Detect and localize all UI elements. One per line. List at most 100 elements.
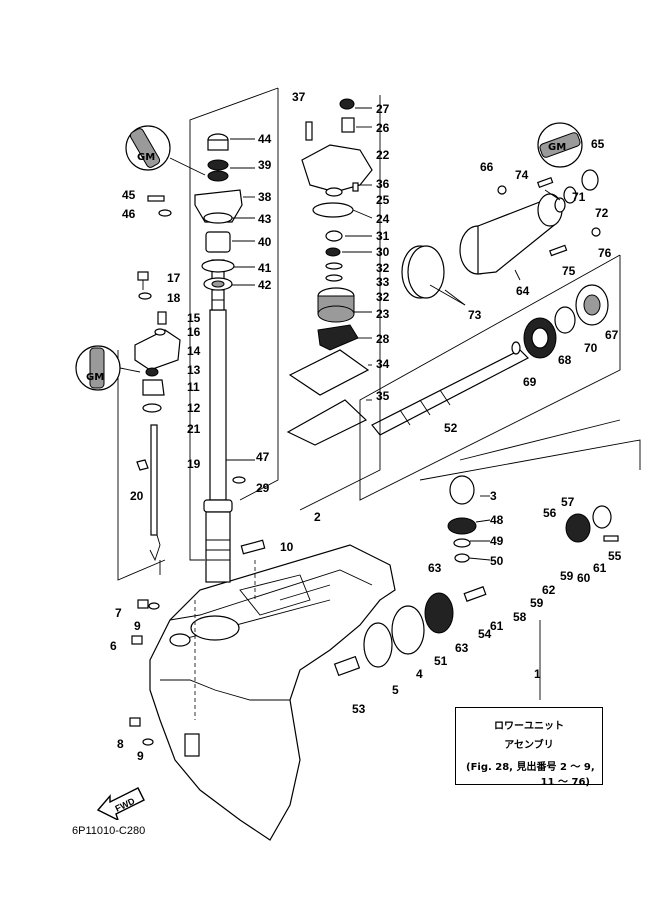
part-label: 5 [392, 683, 399, 697]
part-label: 35 [376, 389, 390, 403]
part-label: 63 [428, 561, 442, 575]
part-label: 76 [598, 246, 612, 260]
part-label: 37 [292, 90, 306, 104]
part-label: 29 [256, 481, 270, 495]
part-label: 56 [543, 506, 557, 520]
part-label: 61 [490, 619, 504, 633]
svg-text:GM: GM [137, 152, 155, 163]
part-label: 65 [591, 137, 605, 151]
part-label: 15 [187, 311, 201, 325]
part-label: 4 [416, 667, 423, 681]
part-label: 70 [584, 341, 598, 355]
part-label: 26 [376, 121, 390, 135]
part-label: 18 [167, 291, 181, 305]
part-label: 52 [444, 421, 458, 435]
part-label: 22 [376, 148, 390, 162]
part-label: 75 [562, 264, 576, 278]
gear-and-bearing-parts [333, 284, 619, 677]
part-label: 19 [187, 457, 201, 471]
part-label: 32 [376, 261, 390, 275]
part-label: 53 [352, 702, 366, 716]
part-label: 31 [376, 229, 390, 243]
caption-ref-line2: 11 ～ 76) [540, 777, 590, 788]
part-label: 25 [376, 193, 390, 207]
part-label: 20 [130, 489, 144, 503]
svg-text:GM: GM [548, 142, 566, 153]
part-label: 24 [376, 212, 390, 226]
part-label: 30 [376, 245, 390, 259]
part-label: 58 [513, 610, 527, 624]
leader-lines [226, 107, 561, 700]
part-label: 23 [376, 307, 390, 321]
part-label: 11 [187, 380, 200, 394]
part-label: 59 [530, 596, 544, 610]
part-label: 27 [376, 102, 390, 116]
caption-title: ロワーユニット [494, 721, 564, 732]
part-label: 59 [560, 569, 574, 583]
part-label: 63 [455, 641, 469, 655]
part-label: 2 [314, 510, 321, 524]
part-label: 14 [187, 344, 201, 358]
part-label: 9 [137, 749, 144, 763]
part-label: 69 [523, 375, 537, 389]
part-label: 50 [490, 554, 504, 568]
part-label: 41 [258, 261, 272, 275]
grease-tube-icon: GM [75, 345, 141, 391]
part-label: 36 [376, 177, 390, 191]
part-label: 57 [561, 495, 575, 509]
part-label: 64 [516, 284, 530, 298]
part-label: 62 [542, 583, 556, 597]
part-label: 32 [376, 290, 390, 304]
part-label: 74 [515, 168, 529, 182]
part-label: 10 [280, 540, 294, 554]
part-label: 49 [490, 534, 504, 548]
drawing-code: 6P11010-C280 [72, 825, 146, 837]
part-label: 43 [258, 212, 272, 226]
caption-ref-line1: (Fig. 28, 見出番号 2 ～ 9, [466, 762, 595, 773]
part-label: 47 [256, 450, 270, 464]
part-label: 8 [117, 737, 124, 751]
grease-tube-icon: GM [537, 122, 583, 168]
part-label: 68 [558, 353, 572, 367]
shift-rod-assembly [134, 271, 181, 562]
caption-box: ロワーユニット アセンブリ (Fig. 28, 見出番号 2 ～ 9, 11 ～… [455, 707, 603, 788]
part-label: 21 [187, 422, 201, 436]
part-label: 51 [434, 654, 448, 668]
part-label: 60 [577, 571, 591, 585]
part-label: 34 [376, 357, 390, 371]
part-label: 48 [490, 513, 504, 527]
part-label: 46 [122, 207, 136, 221]
part-label: 3 [490, 489, 497, 503]
part-label: 54 [478, 627, 492, 641]
svg-text:GM: GM [86, 372, 104, 383]
part-label: 44 [258, 132, 272, 146]
assembly-lines [117, 87, 641, 720]
gear-case-housing [149, 544, 396, 841]
part-label: 28 [376, 332, 390, 346]
bearing-housing [401, 193, 563, 299]
part-label: 42 [258, 278, 272, 292]
fwd-arrow-icon: FWD [96, 787, 145, 820]
part-label: 66 [480, 160, 494, 174]
drive-shaft [203, 259, 233, 583]
part-label: 12 [187, 401, 201, 415]
part-label: 61 [593, 561, 607, 575]
part-label: 16 [187, 325, 201, 339]
grease-tube-icon: GM [125, 125, 206, 176]
part-label: 1 [534, 667, 541, 681]
part-label: 9 [134, 619, 141, 633]
water-pump-assembly [286, 98, 373, 446]
drive-shaft-bearing-stack [194, 133, 243, 291]
part-label: 72 [595, 206, 609, 220]
part-label: 33 [376, 275, 390, 289]
part-label: 39 [258, 158, 272, 172]
part-label: 67 [605, 328, 619, 342]
part-label: 40 [258, 235, 272, 249]
part-number-labels: 1 2 3 4 5 6 7 8 9 9 10 11 12 13 14 15 16… [110, 90, 622, 763]
part-label: 17 [167, 271, 181, 285]
part-label: 73 [468, 308, 482, 322]
caption-subtitle: アセンブリ [504, 740, 554, 751]
part-label: 38 [258, 190, 272, 204]
part-label: 71 [572, 190, 586, 204]
